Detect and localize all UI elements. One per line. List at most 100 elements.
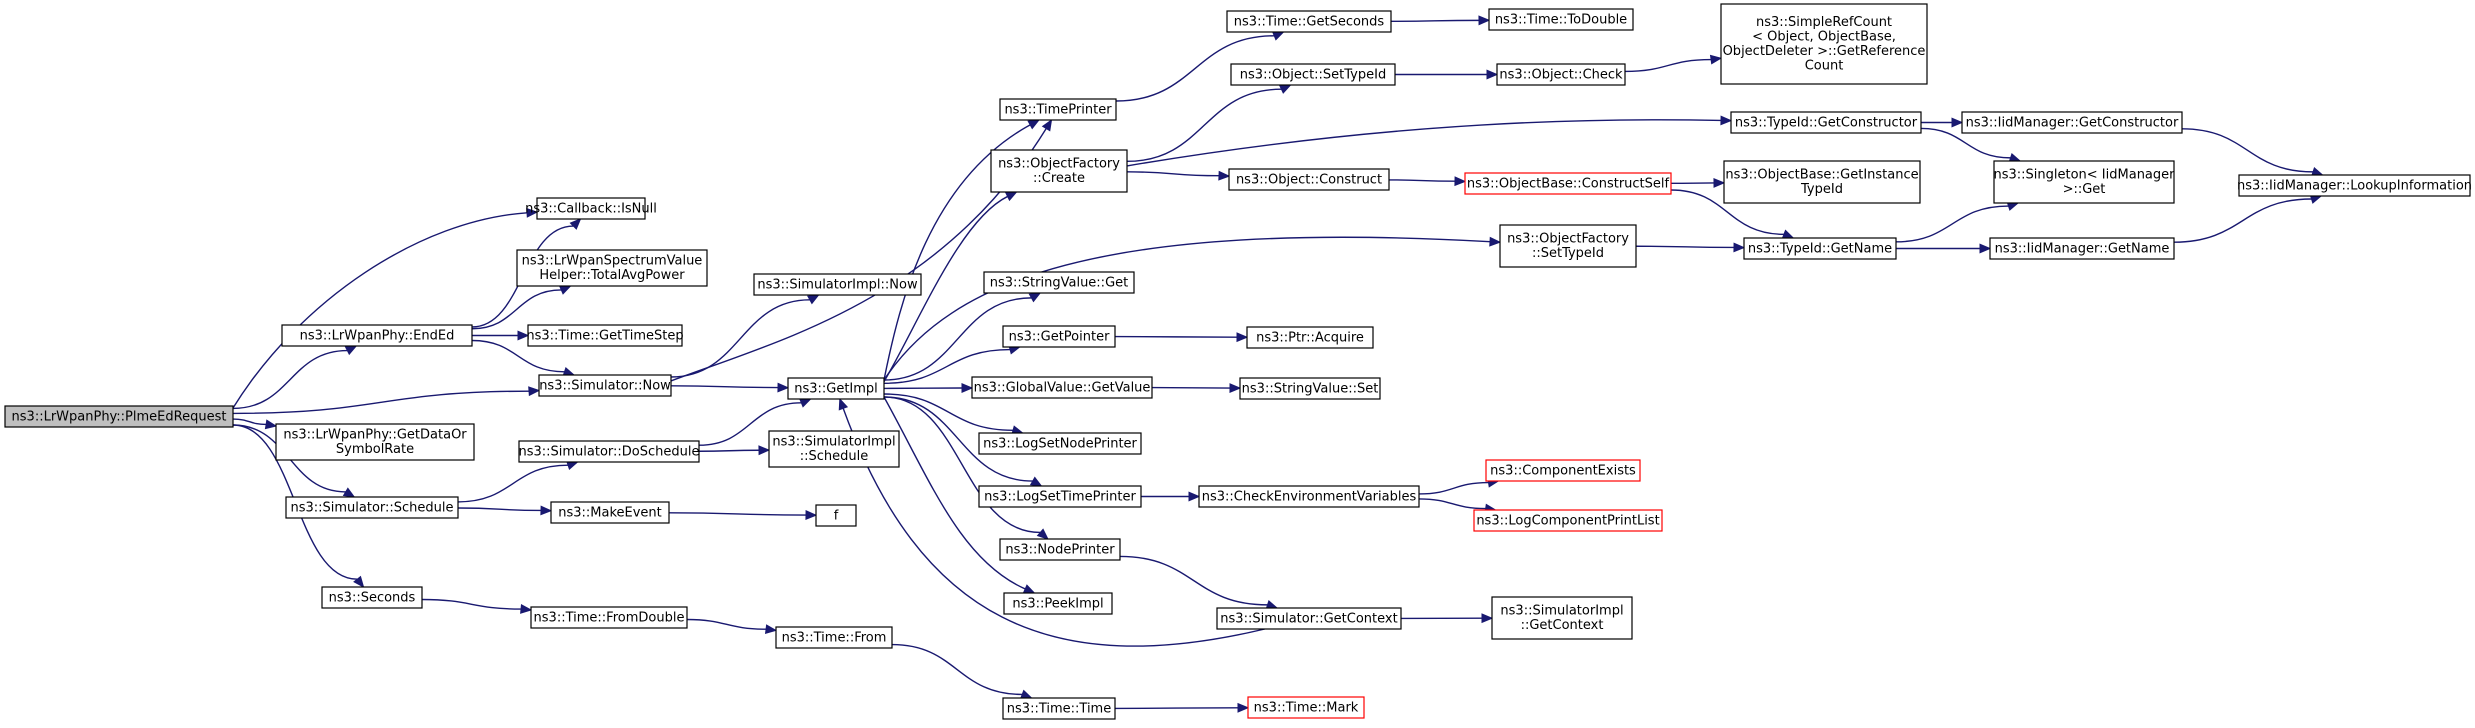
node-timePrinter[interactable]: ns3::TimePrinter [999,98,1117,121]
arrowhead-simpleRefCount [1709,54,1723,65]
edge-getImpl-to-objFactorySetTypeId [883,236,1491,381]
edge-objBaseConstructSelf-to-typeIdGetName [1670,189,1784,236]
node-objCheck[interactable]: ns3::Object::Check [1496,63,1626,86]
node-objFactorySetTypeId[interactable]: ns3::ObjectFactory::SetTypeId [1499,224,1637,268]
node-box-makeEvent [550,501,670,524]
node-label-timeGetTimeStep: ns3::Time::GetTimeStep [526,328,683,343]
node-simImplGetContext[interactable]: ns3::SimulatorImpl::GetContext [1491,596,1633,640]
node-box-spectrumTotalAvgPower [516,249,708,287]
node-peekImpl[interactable]: ns3::PeekImpl [1003,592,1113,615]
node-label-spectrumTotalAvgPower-line2: Helper::TotalAvgPower [539,268,685,283]
node-box-iidGetName [1989,237,2175,260]
node-label-simpleRefCount-line2: < Object, ObjectBase, [1752,30,1896,45]
node-objFactoryCreate[interactable]: ns3::ObjectFactory::Create [990,149,1128,193]
node-simImplSchedule[interactable]: ns3::SimulatorImpl::Schedule [768,430,900,468]
node-box-timePrinter [999,98,1117,121]
node-timeMark[interactable]: ns3::Time::Mark [1247,696,1365,719]
node-box-root [4,405,234,428]
node-box-timeToDouble [1488,8,1634,31]
arrowhead-simNow [528,386,541,397]
arrowhead-typeIdGetName [1733,242,1746,253]
node-label-ptrAcquire: ns3::Ptr::Acquire [1256,330,1364,345]
node-simSchedule[interactable]: ns3::Simulator::Schedule [285,496,459,519]
node-label-root: ns3::LrWpanPhy::PlmeEdRequest [12,409,227,424]
node-ptrAcquire[interactable]: ns3::Ptr::Acquire [1246,326,1374,349]
node-timeFrom[interactable]: ns3::Time::From [775,626,893,649]
node-endEd[interactable]: ns3::LrWpanPhy::EndEd [281,324,473,347]
node-objBaseConstructSelf[interactable]: ns3::ObjectBase::ConstructSelf [1464,172,1672,195]
node-checkEnvVars[interactable]: ns3::CheckEnvironmentVariables [1198,485,1420,508]
node-f[interactable]: f [815,504,857,527]
edge-objFactorySetTypeId-to-typeIdGetName [1635,245,1735,249]
edge-objCheck-to-simpleRefCount [1624,58,1712,73]
arrowhead-iidGetConstructor [1951,117,1964,128]
node-logSetNodePrinter[interactable]: ns3::LogSetNodePrinter [978,432,1142,455]
node-timeFromDouble[interactable]: ns3::Time::FromDouble [530,606,688,629]
node-typeIdGetConstructor[interactable]: ns3::TypeId::GetConstructor [1730,111,1922,134]
node-getImpl[interactable]: ns3::GetImpl [787,377,885,400]
node-label-nodePrinter: ns3::NodePrinter [1005,542,1115,557]
arrowhead-stringValueSet [1229,383,1242,393]
arrowhead-timeFrom [764,624,778,635]
arrowhead-checkEnvVars [1188,491,1201,502]
arrowhead-simSchedule [342,487,356,498]
node-box-objFactoryCreate [990,149,1128,193]
node-box-objSetTypeId [1230,63,1396,86]
node-simpleRefCount[interactable]: ns3::SimpleRefCount< Object, ObjectBase,… [1720,3,1928,85]
arrowhead-stringValueGet [1028,292,1042,303]
arrowhead-objConstruct [1218,170,1231,181]
node-timeGetTimeStep[interactable]: ns3::Time::GetTimeStep [526,324,684,347]
node-timeToDouble[interactable]: ns3::Time::ToDouble [1488,8,1634,31]
node-getPointer[interactable]: ns3::GetPointer [1002,325,1116,348]
node-spectrumTotalAvgPower[interactable]: ns3::LrWpanSpectrumValueHelper::TotalAvg… [516,249,708,287]
node-label-timeTime: ns3::Time::Time [1007,701,1111,716]
node-label-timeFromDouble: ns3::Time::FromDouble [534,610,685,625]
node-box-logSetNodePrinter [978,432,1142,455]
node-root[interactable]: ns3::LrWpanPhy::PlmeEdRequest [4,405,234,428]
node-simDoSchedule[interactable]: ns3::Simulator::DoSchedule [518,440,700,463]
node-iidLookupInformation[interactable]: ns3::IidManager::LookupInformation [2237,174,2472,197]
node-simGetContext[interactable]: ns3::Simulator::GetContext [1216,607,1402,630]
node-objConstruct[interactable]: ns3::Object::Construct [1228,168,1390,191]
node-nodePrinter[interactable]: ns3::NodePrinter [999,538,1121,561]
node-globalValueGetValue[interactable]: ns3::GlobalValue::GetValue [971,376,1153,399]
edge-simDoSchedule-to-getImpl [698,402,802,446]
node-seconds[interactable]: ns3::Seconds [321,586,423,609]
edge-checkEnvVars-to-logComponentPrintList [1418,498,1486,510]
node-simNow[interactable]: ns3::Simulator::Now [538,374,672,397]
node-logComponentPrintList[interactable]: ns3::LogComponentPrintList [1473,509,1663,532]
node-simImplNow[interactable]: ns3::SimulatorImpl::Now [753,273,922,296]
node-box-objConstruct [1228,168,1390,191]
node-timeTime[interactable]: ns3::Time::Time [1002,697,1116,720]
node-box-getPointer [1002,325,1116,348]
node-box-objBaseGetInstanceTypeId [1723,160,1921,204]
edge-checkEnvVars-to-componentExists [1418,481,1489,495]
edge-typeIdGetConstructor-to-singletonGet [1920,127,2011,159]
node-box-objFactorySetTypeId [1499,224,1637,268]
node-box-typeIdGetConstructor [1730,111,1922,134]
node-label-simImplSchedule-line2: ::Schedule [800,449,869,464]
node-iidGetName[interactable]: ns3::IidManager::GetName [1989,237,2175,260]
node-label-typeIdGetConstructor: ns3::TypeId::GetConstructor [1735,115,1918,130]
node-callbackIsNull[interactable]: ns3::Callback::IsNull [525,197,657,220]
node-componentExists[interactable]: ns3::ComponentExists [1485,459,1641,482]
node-label-iidLookupInformation: ns3::IidManager::LookupInformation [2237,178,2472,193]
node-logSetTimePrinter[interactable]: ns3::LogSetTimePrinter [978,485,1142,508]
edge-typeIdGetName-to-singletonGet [1895,205,2009,243]
node-box-timeFrom [775,626,893,649]
node-makeEvent[interactable]: ns3::MakeEvent [550,501,670,524]
node-iidGetConstructor[interactable]: ns3::IidManager::GetConstructor [1961,111,2183,134]
edge-seconds-to-timeFromDouble [421,598,522,610]
node-stringValueSet[interactable]: ns3::StringValue::Set [1239,377,1381,400]
arrowhead-timeFromDouble [520,604,533,614]
node-objSetTypeId[interactable]: ns3::Object::SetTypeId [1230,63,1396,86]
arrowhead-timePrinter [1041,118,1053,132]
node-box-timeGetTimeStep [527,324,683,347]
node-box-logSetTimePrinter [978,485,1142,508]
node-singletonGet[interactable]: ns3::Singleton< IidManager >::Get [1993,160,2175,204]
node-typeIdGetName[interactable]: ns3::TypeId::GetName [1743,237,1897,260]
node-timeGetSeconds[interactable]: ns3::Time::GetSeconds [1226,10,1392,33]
node-stringValueGet[interactable]: ns3::StringValue::Get [983,271,1135,294]
